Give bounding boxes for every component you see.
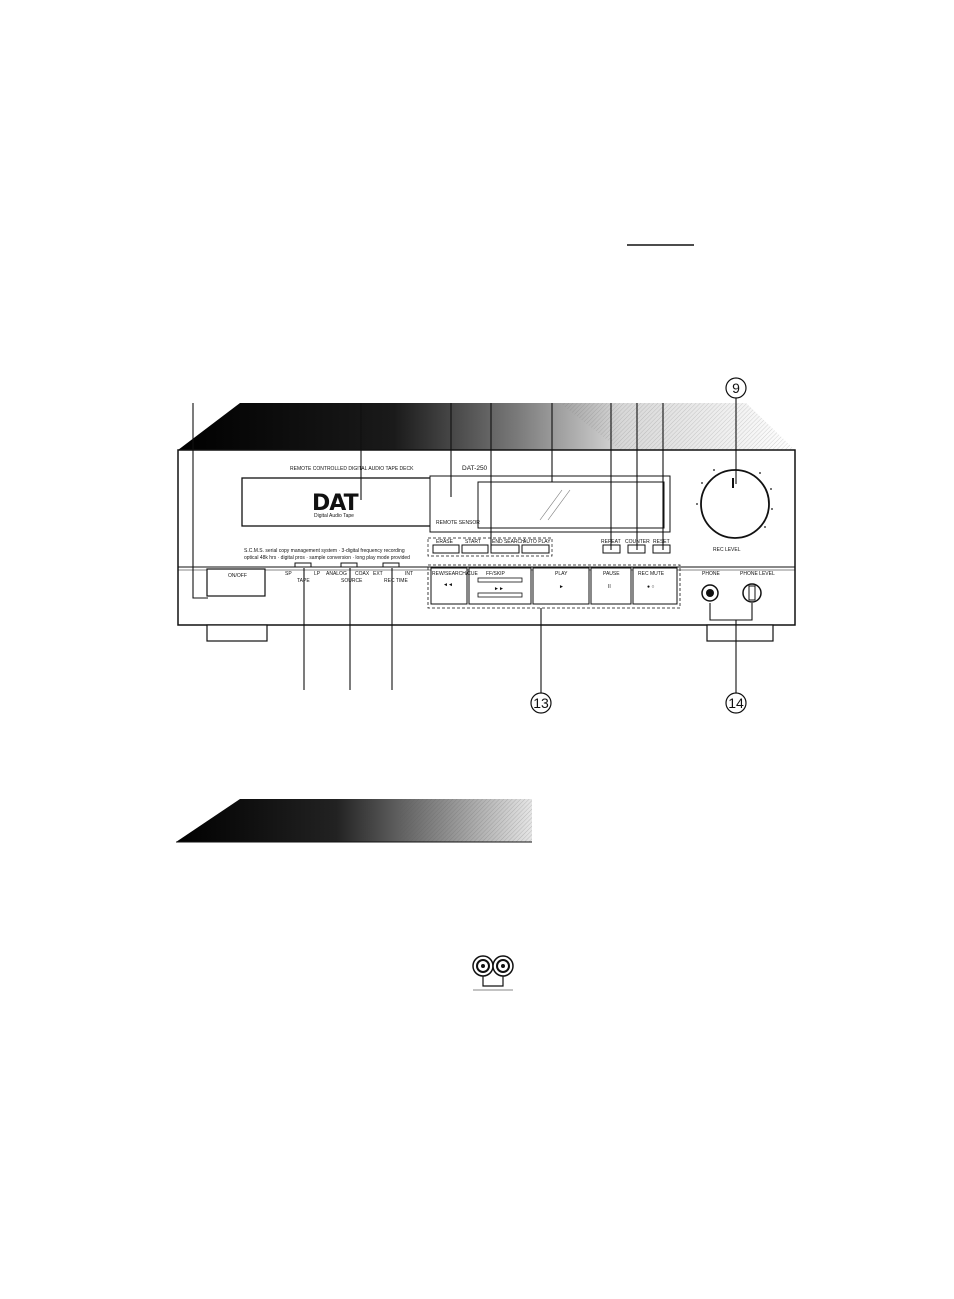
rec-time-opt-ext: EXT bbox=[373, 571, 383, 577]
auto-play-label: AUTO PLAY bbox=[523, 539, 551, 545]
rew-label: REW/SEARCH/CUE bbox=[432, 571, 479, 577]
left-foot bbox=[206, 624, 268, 642]
feature-line-1: S.C.M.S. serial copy management system ·… bbox=[244, 548, 405, 554]
callout-14: 14 bbox=[725, 692, 747, 714]
callout-13: 13 bbox=[530, 692, 552, 714]
rec-level-label: REC LEVEL bbox=[713, 547, 741, 553]
jack-pair-icon bbox=[472, 955, 514, 991]
pause-symbol: II bbox=[608, 584, 611, 590]
phone-level-label: PHONE LEVEL bbox=[740, 571, 775, 577]
dat-logo: DAT bbox=[312, 491, 359, 516]
erase-button[interactable] bbox=[432, 544, 460, 554]
callout-13-number: 13 bbox=[533, 695, 549, 711]
rec-mute-key[interactable] bbox=[632, 567, 678, 605]
model-name: DAT-250 bbox=[462, 465, 488, 472]
display-buttons: ERASE START END SEARCH AUTO PLAY bbox=[432, 539, 551, 554]
pause-key[interactable] bbox=[590, 567, 632, 605]
cassette-door bbox=[241, 477, 433, 527]
reset-button[interactable] bbox=[652, 544, 671, 554]
reset-label: RESET bbox=[653, 539, 670, 545]
rec-time-label: REC TIME bbox=[384, 578, 408, 584]
remote-sensor-label: REMOTE SENSOR bbox=[436, 520, 480, 526]
phone-label: PHONE bbox=[702, 571, 720, 577]
rec-level-knob[interactable] bbox=[700, 469, 770, 539]
rew-symbol: ◄◄ bbox=[443, 582, 453, 588]
source-opt-analog: ANALOG bbox=[326, 571, 347, 577]
callout-9-number: 9 bbox=[732, 380, 740, 396]
callout-9: 9 bbox=[725, 377, 747, 399]
power-switch[interactable] bbox=[206, 568, 266, 597]
source-label: SOURCE bbox=[341, 578, 363, 584]
bottom-leader-lines bbox=[303, 568, 753, 693]
source-opt-coax: COAX bbox=[355, 571, 370, 577]
play-label: PLAY bbox=[555, 571, 568, 577]
rew-key[interactable] bbox=[430, 567, 468, 605]
selector-switches: SP LP TAPE ANALOG COAX SOURCE EXT INT RE… bbox=[285, 562, 413, 584]
right-foot bbox=[706, 624, 774, 642]
dat-deck: REMOTE CONTROLLED DIGITAL AUDIO TAPE DEC… bbox=[177, 403, 796, 642]
callout-14-number: 14 bbox=[728, 695, 744, 711]
feature-line-2: optical 48k hrs · digital pros · sample … bbox=[244, 555, 410, 561]
fluorescent-display bbox=[477, 481, 665, 529]
section-banner bbox=[176, 799, 532, 843]
transport-keys: REW/SEARCH/CUE FF/SKIP PLAY PAUSE REC MU… bbox=[430, 567, 678, 605]
rec-time-switch[interactable] bbox=[382, 562, 400, 568]
rec-mute-symbol: ● ○ bbox=[647, 584, 654, 590]
auto-play-button[interactable] bbox=[521, 544, 550, 554]
power-label: ON/OFF bbox=[228, 573, 247, 579]
play-symbol: ► bbox=[559, 584, 564, 590]
pause-label: PAUSE bbox=[603, 571, 620, 577]
ff-skip-label: FF/SKIP bbox=[486, 571, 506, 577]
tape-opt-sp: SP bbox=[285, 571, 292, 577]
play-key[interactable] bbox=[532, 567, 590, 605]
start-button[interactable] bbox=[461, 544, 489, 554]
ff-skip-key[interactable] bbox=[468, 567, 532, 605]
brand-line: REMOTE CONTROLLED DIGITAL AUDIO TAPE DEC… bbox=[290, 466, 414, 472]
source-switch[interactable] bbox=[340, 562, 358, 568]
end-search-button[interactable] bbox=[490, 544, 520, 554]
end-search-label: END SEARCH bbox=[492, 539, 525, 545]
start-label: START bbox=[465, 539, 481, 545]
top-leader-lines bbox=[192, 398, 737, 599]
tape-opt-lp: LP bbox=[314, 571, 321, 577]
rec-mute-label: REC MUTE bbox=[638, 571, 665, 577]
dat-logo-subtitle: Digital Audio Tape bbox=[314, 513, 354, 519]
counter-label: COUNTER bbox=[625, 539, 650, 545]
rec-time-opt-int: INT bbox=[405, 571, 413, 577]
tape-switch[interactable] bbox=[294, 562, 312, 568]
erase-label: ERASE bbox=[436, 539, 454, 545]
ff-symbol: ►► bbox=[494, 586, 504, 592]
